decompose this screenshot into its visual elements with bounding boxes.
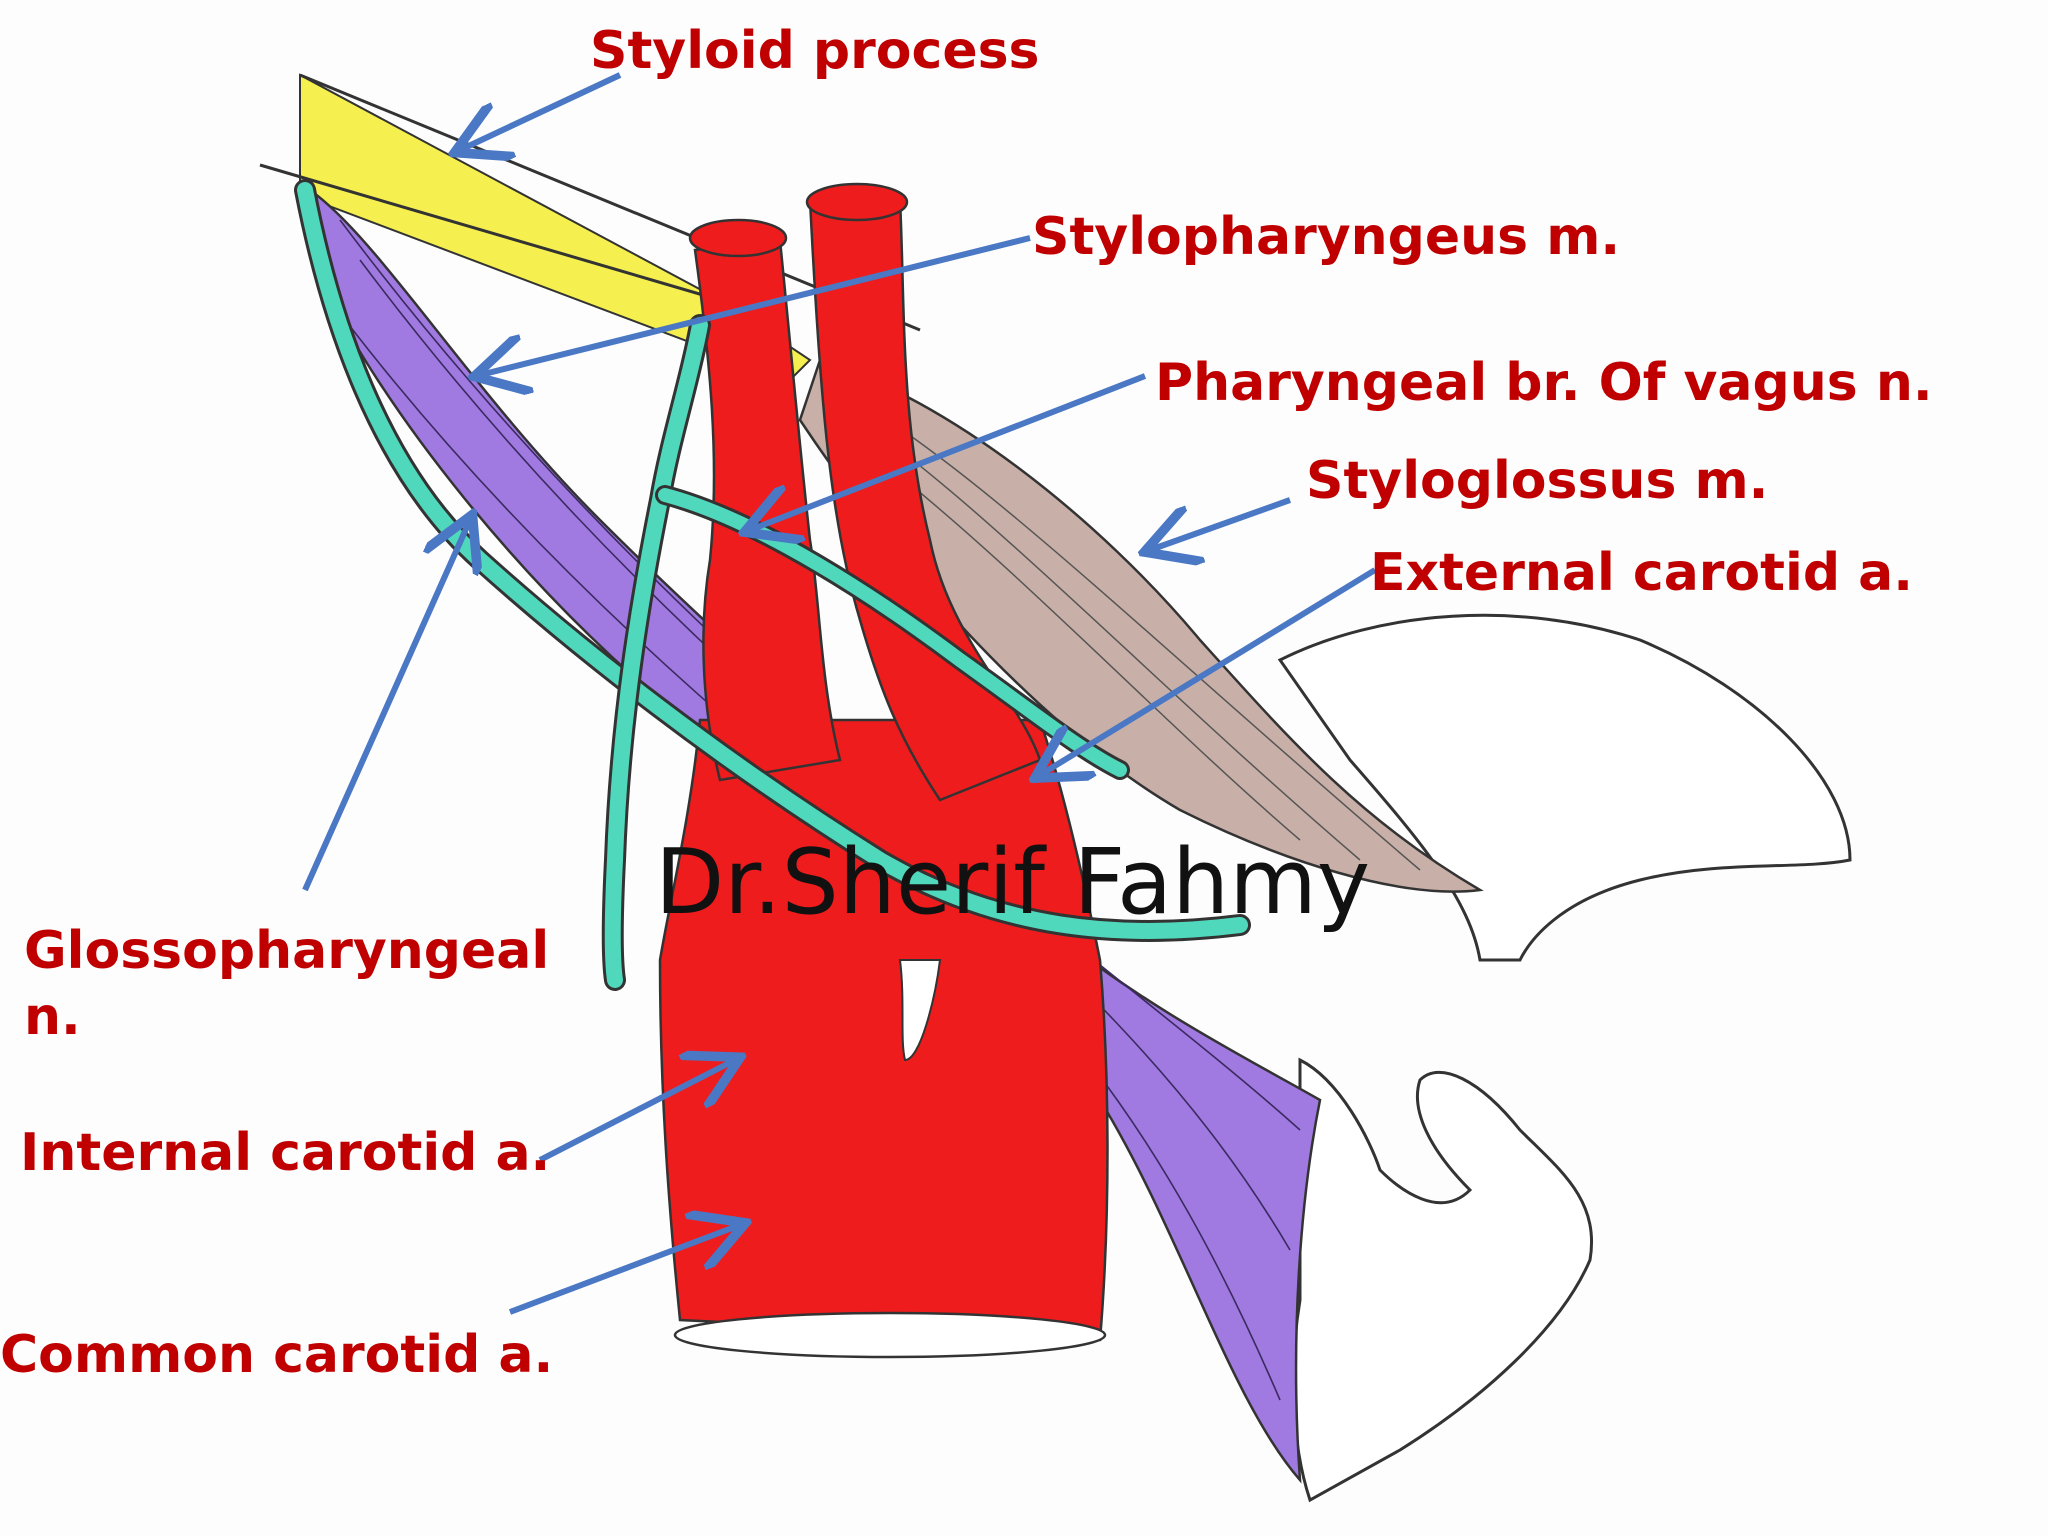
arrow-stylopharyngeus	[480, 235, 1031, 375]
styloid-process	[299, 73, 812, 382]
internal-carotid-cut-end	[688, 218, 788, 258]
glossopharyngeal-nerve-fill	[297, 182, 1248, 940]
watermark-text: Dr.Sherif Fahmy	[655, 830, 1371, 935]
label-styloglossus: Styloglossus m.	[1306, 451, 1769, 511]
label-common-carotid: Common carotid a.	[0, 1325, 554, 1385]
arrow-external-carotid	[1040, 567, 1377, 775]
vagus-nerve-fill	[604, 317, 708, 988]
arrow-styloglossus	[1150, 497, 1292, 550]
mandible-outline	[1291, 1057, 1593, 1503]
arrow-internal-carotid	[538, 1060, 735, 1163]
pointer-arrows	[302, 72, 1377, 1315]
external-carotid-cut-end	[805, 182, 909, 222]
arrow-styloid-process	[460, 72, 622, 150]
label-external-carotid: External carotid a.	[1370, 543, 1914, 603]
arrow-pharyngeal-branch	[750, 373, 1147, 530]
carotid-bifurcation-notch	[898, 959, 942, 1062]
label-pharyngeal-branch: Pharyngeal br. Of vagus n.	[1155, 353, 1933, 413]
common-carotid-artery	[658, 718, 1109, 1342]
label-stylopharyngeus: Stylopharyngeus m.	[1032, 207, 1621, 267]
label-glossopharyngeal: Glossopharyngeal n.	[24, 921, 550, 1047]
arrow-common-carotid	[508, 1225, 740, 1315]
arrow-glossopharyngeal	[302, 520, 470, 892]
label-styloid-process: Styloid process	[590, 21, 1040, 81]
label-internal-carotid: Internal carotid a.	[20, 1123, 551, 1183]
hyoid-outline	[1277, 613, 1852, 962]
common-carotid-cut-end	[673, 1311, 1107, 1359]
styloid-outline-lower	[259, 163, 721, 302]
